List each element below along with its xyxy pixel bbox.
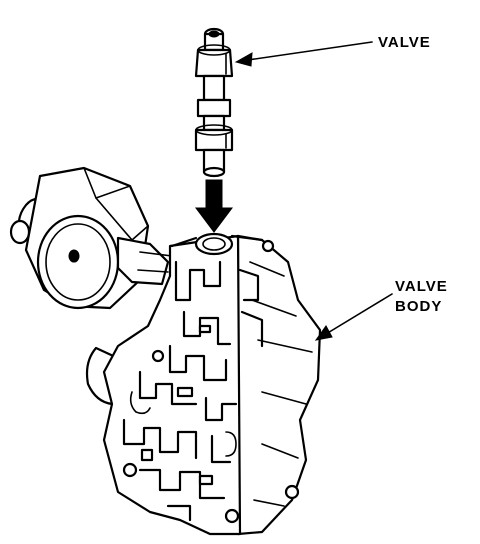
valve-leader-line (234, 41, 373, 67)
valve-label-text: VALVE (378, 34, 431, 51)
leader-arrowhead-icon (314, 325, 333, 341)
valve-body-label-line1: VALVE (395, 278, 448, 295)
leader-arrowhead-icon (234, 52, 253, 67)
valve-spool (194, 27, 234, 178)
valve-body-label-line2: BODY (395, 298, 443, 315)
valve-body-leader-line (314, 293, 393, 341)
fluid-passages (122, 260, 264, 522)
valve-body-label: VALVE BODY (395, 277, 448, 317)
valve-label: VALVE (378, 33, 431, 53)
down-arrow-icon (195, 179, 233, 233)
valve-body (102, 232, 322, 536)
